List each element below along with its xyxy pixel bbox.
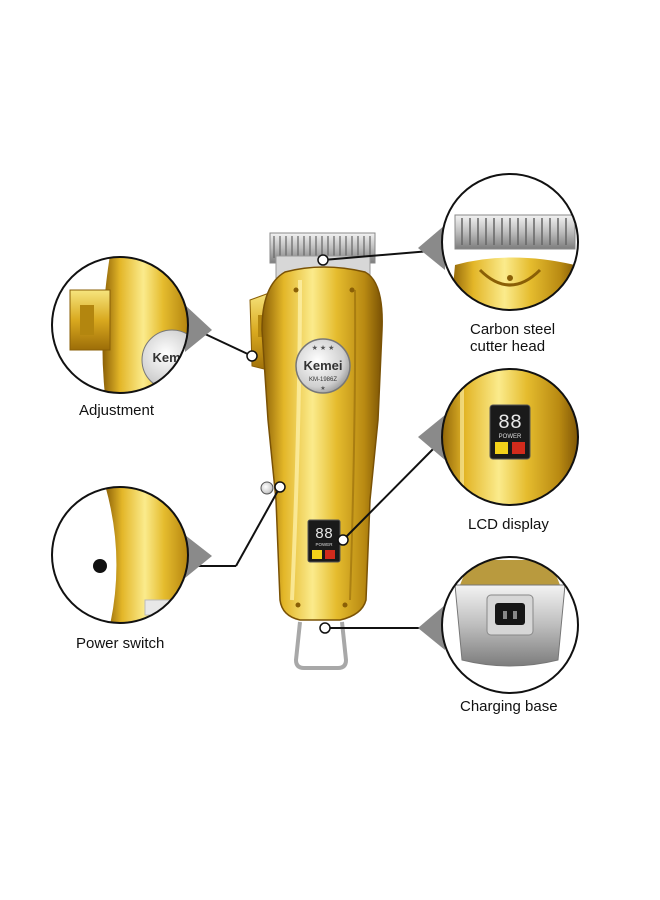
power-switch-knob [260, 481, 274, 495]
svg-text:★: ★ [320, 385, 325, 392]
zoom-lcd-digits: 88 [498, 412, 522, 435]
label-charging-base: Charging base [460, 698, 558, 715]
label-adjustment: Adjustment [79, 402, 155, 419]
hanging-loop [293, 621, 349, 670]
label-cutter-head-line2: cutter head [470, 338, 546, 355]
zoom-adjustment: Kemei [51, 256, 191, 394]
hair-clipper: ★ ★ ★ Kemei KM-1986Z ★ 88 POWER [249, 232, 383, 670]
clipper-body [261, 266, 383, 621]
zoom-lcd-power: POWER [499, 434, 522, 440]
zoom-charging-base [441, 556, 579, 694]
callout-pointers [185, 225, 445, 650]
zoom-lcd: 88 POWER [441, 368, 579, 506]
zoom-cutter-head [441, 173, 579, 311]
brand-text: Kemei [303, 358, 342, 373]
model-text: KM-1986Z [309, 377, 337, 383]
lcd-power-label: POWER [315, 542, 333, 547]
label-lcd-display: LCD display [468, 516, 549, 533]
zoom-power-switch [51, 486, 189, 624]
lcd-digits: 88 [315, 526, 333, 543]
callout-dots [246, 254, 349, 634]
brand-badge: ★ ★ ★ Kemei KM-1986Z ★ [295, 338, 351, 394]
zoom-brand-text: Kemei [152, 350, 191, 365]
callout-lines [180, 249, 443, 629]
label-power-switch: Power switch [76, 635, 165, 652]
label-cutter-head-line1: Carbon steel [470, 321, 556, 338]
svg-text:★ ★ ★: ★ ★ ★ [312, 344, 335, 352]
lcd-screen: 88 POWER [307, 519, 341, 563]
